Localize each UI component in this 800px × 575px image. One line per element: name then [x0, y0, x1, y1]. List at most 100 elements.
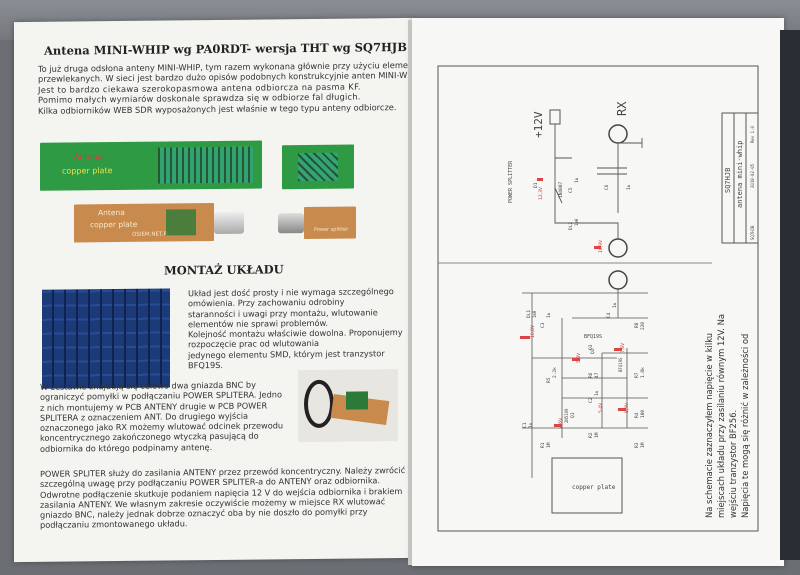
pcb-green-small [282, 144, 354, 190]
bnc-connector-icon [278, 213, 304, 234]
pcb-site: OSIEM.NET.PL [132, 231, 170, 238]
amp-wires [522, 289, 648, 478]
label-dl2-val: 1mH [574, 218, 579, 226]
label-c6: C6 [604, 184, 610, 190]
voltage-arrow-icon [572, 358, 580, 361]
label-c4-val: 1u [612, 302, 618, 308]
label-r3-val: 1M [640, 442, 646, 448]
voltage-label: 8,4V [624, 402, 630, 413]
title-block [721, 112, 759, 244]
assembly-text: Układ jest dość prosty i nie wymaga szcz… [188, 286, 403, 371]
label-bfq19s: BFQ19S [584, 334, 602, 340]
pcb-power-label: Power splitter [314, 226, 349, 233]
left-page: Antena MINI-WHIP wg PA0RDT- wersja THT w… [14, 17, 414, 563]
pcb-orange-large: Antena copper plate OSIEM.NET.PL [74, 203, 214, 243]
label-q2: Q2 [590, 348, 596, 354]
label-r6: R6 [588, 372, 594, 378]
pcb-components [166, 209, 196, 236]
voltage-label: 5,8V [576, 352, 582, 363]
label-dl1: DL1 [526, 310, 532, 318]
label-r2: R2 [588, 432, 594, 438]
label-q2-val: BFQ19S [618, 357, 623, 372]
title-name: antena mini-whip [736, 141, 744, 208]
label-c1: C1 [522, 422, 528, 428]
bnc-connector-icon [214, 211, 244, 234]
coax-cable-icon [304, 379, 334, 429]
label-c6-val: 1u [626, 184, 632, 190]
label-c4: C4 [606, 312, 612, 318]
voltage-arrow-icon [594, 246, 601, 249]
voltage-arrow-icon [614, 348, 622, 351]
label-dl2: DL2 [568, 222, 574, 230]
label-c2: C2 [588, 397, 594, 403]
label-r3: R3 [634, 442, 640, 448]
note-line: Na schemacie zaznaczyłem napięcie w kilk… [704, 333, 714, 518]
label-r5: R5 [546, 377, 552, 383]
pcb-label: Antena [98, 207, 125, 218]
label-c3-val: 1u [546, 312, 552, 318]
power-connector-icon [549, 109, 561, 125]
label-c5-val: 1u [574, 177, 580, 183]
label-r5-val: 2.2k [552, 367, 558, 378]
voltage-label: 10,9V [598, 239, 604, 253]
label-q1: Q1 [570, 412, 576, 418]
voltage-arrow-icon [554, 424, 562, 427]
rx-bnc-icon [608, 124, 628, 144]
label-c5: C5 [568, 187, 574, 193]
note-line: Napięcia te mogą się różnić w zależności… [740, 334, 750, 518]
label-r4: R4 [634, 412, 640, 418]
note-line: miejscach układu przy zasilaniu równym 1… [716, 314, 726, 518]
splitter-text: POWER SPLITER służy do zasilania ANTENY … [40, 465, 405, 531]
voltage-arrow-icon [618, 408, 626, 411]
label-r1-val: 1M [546, 442, 552, 448]
voltage-label: 12,3V [538, 186, 544, 200]
pcb-traces [298, 152, 338, 182]
label-r7: R7 [634, 372, 640, 378]
label-r8: R8 [634, 322, 640, 328]
dark-edge [780, 30, 800, 560]
title-id: SQ7HJB [724, 168, 732, 193]
label-r1: R1 [540, 442, 546, 448]
title-date: 2018-02-05 [750, 163, 755, 188]
label-d1: D1 [533, 182, 539, 188]
label-r7-val: 1.8k [640, 367, 646, 378]
voltage-label: 5,4V [598, 402, 604, 413]
label-q1-val: 2N5109 [564, 408, 569, 423]
pcb-green-large: Antena copper plate [40, 140, 262, 191]
label-r2-val: 1M [594, 432, 600, 438]
voltage-label: 10,8V [530, 324, 536, 338]
voltage-arrow-icon [537, 178, 543, 181]
note-line: wejściu tranzystor BF256. [728, 410, 738, 518]
splitter-wires [554, 124, 627, 239]
copper-plate-box [551, 457, 623, 514]
pcb-orange-small: Power splitter [304, 206, 356, 240]
label-power-splitter: POWER SPLITTER [508, 160, 514, 203]
label-dl1-val: 1mH [532, 310, 537, 318]
right-page: SQ7HJB antena mini-whip Rev 1.0 2018-02-… [412, 18, 784, 566]
label-r4-val: 100 [640, 410, 646, 418]
antenna-bnc-icon [608, 270, 628, 290]
bnc-line: odbiornika do którego podpinamy antenę. [40, 441, 213, 454]
assembly-heading: MONTAŻ UKŁADU [164, 262, 284, 278]
blue-pcb-photo [42, 288, 170, 389]
schematic-frame [437, 65, 759, 532]
pcb-traces [158, 146, 253, 184]
page-title: Antena MINI-WHIP wg PA0RDT- wersja THT w… [44, 39, 407, 58]
label-rx: RX [615, 101, 629, 116]
label-d1-val: 1N4007 [558, 181, 564, 198]
pcb-label: copper plate [90, 219, 138, 230]
ant-bnc-icon [608, 238, 628, 258]
label-12v: +12V [532, 111, 545, 138]
pcb-label: Antena [74, 152, 103, 162]
voltage-arrow-icon [520, 336, 530, 339]
label-r6-val: 47 [594, 372, 600, 378]
voltage-label: 4,6V [558, 417, 564, 428]
schematic: SQ7HJB antena mini-whip Rev 1.0 2018-02-… [437, 65, 759, 532]
splitter-photo [298, 369, 398, 443]
label-q3: Q3 [588, 344, 594, 350]
intro-text: To już druga odsłona anteny MINI-WHIP, t… [38, 60, 414, 116]
label-copper-plate: copper plate [572, 484, 616, 491]
title-rev: Rev 1.0 [750, 126, 755, 143]
label-r8-val: 220 [640, 322, 646, 330]
bnc-text: W zestawie znajdują się celowo dwa gniaz… [40, 379, 283, 454]
